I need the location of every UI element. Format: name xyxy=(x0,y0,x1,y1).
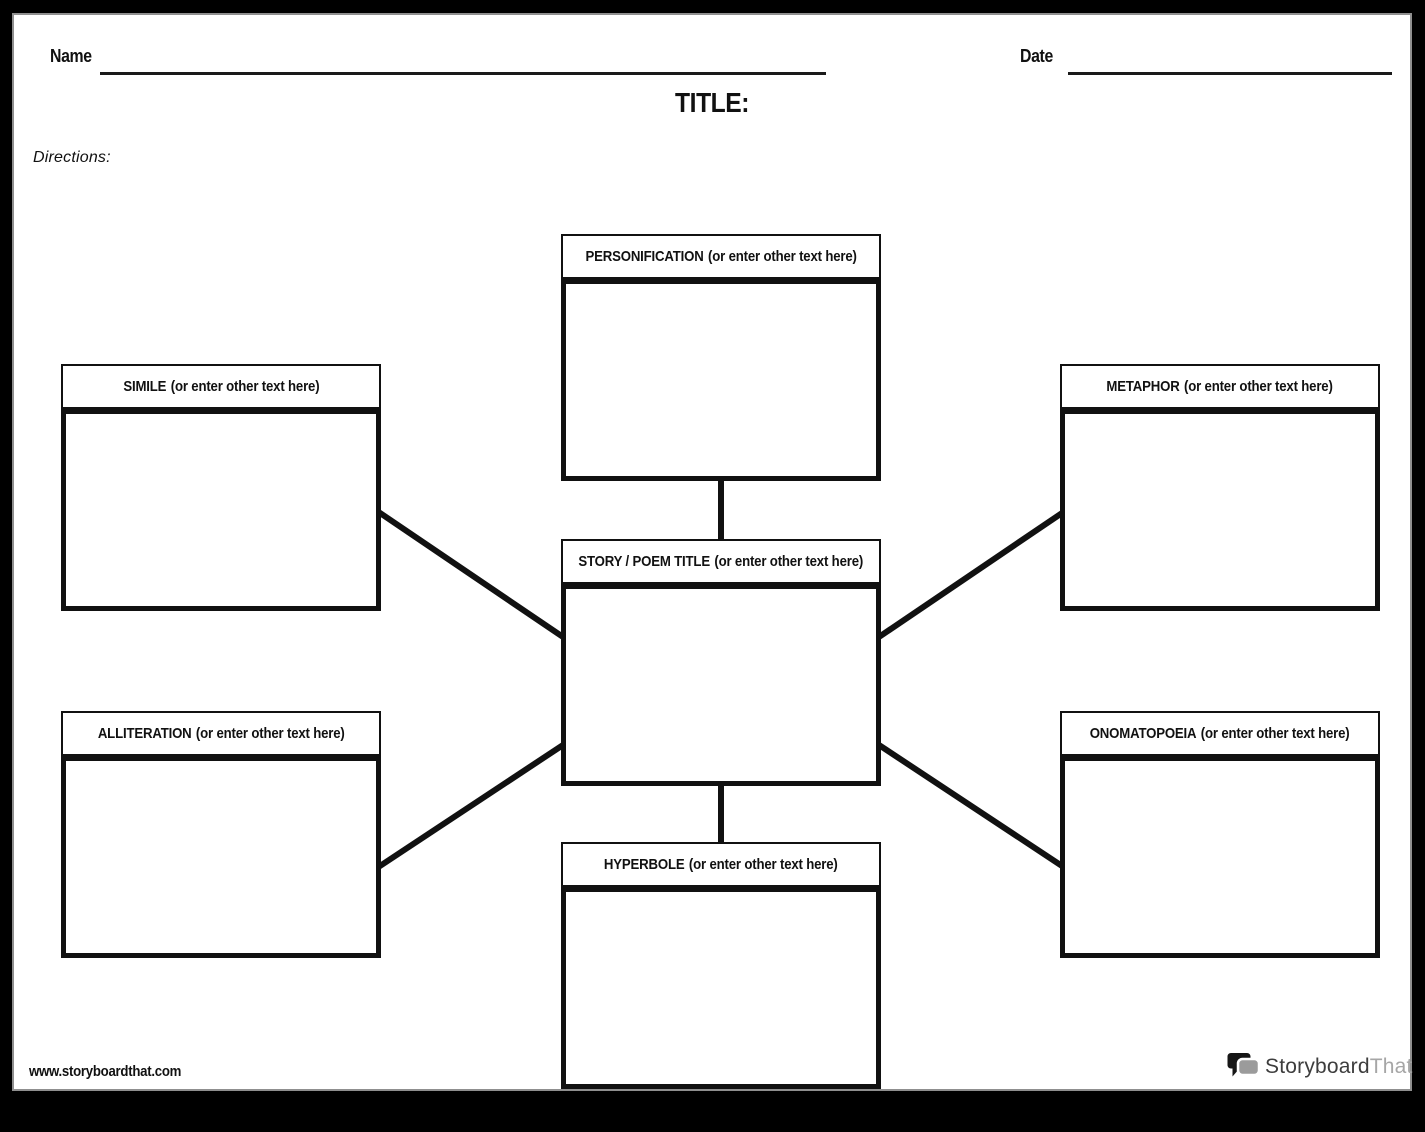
page-title-text: TITLE: xyxy=(674,87,750,118)
node-personification-hint: (or enter other text here) xyxy=(707,248,857,265)
node-onomatopoeia-term: ONOMATOPOEIA xyxy=(1090,725,1197,742)
node-onomatopoeia-writing-area[interactable] xyxy=(1060,756,1380,958)
date-blank-line[interactable] xyxy=(1068,72,1392,75)
website-url-text: www.storyboardthat.com xyxy=(29,1063,182,1080)
connector-alliteration-diagonal xyxy=(375,738,571,871)
name-blank-line[interactable] xyxy=(100,72,826,75)
connector-simile-diagonal xyxy=(375,508,571,644)
date-field-label: Date xyxy=(1020,46,1057,67)
node-story-poem-title: STORY / POEM TITLE(or enter other text h… xyxy=(561,539,881,786)
node-hyperbole-term: HYPERBOLE xyxy=(604,856,685,873)
node-story-poem-title-hint: (or enter other text here) xyxy=(714,553,864,570)
node-metaphor: METAPHOR(or enter other text here) xyxy=(1060,364,1380,611)
connector-lines xyxy=(375,474,1067,871)
node-alliteration-label: ALLITERATION(or enter other text here) xyxy=(61,711,381,756)
speech-bubbles-icon xyxy=(1227,1053,1260,1077)
node-simile-label: SIMILE(or enter other text here) xyxy=(61,364,381,409)
node-story-poem-title-term: STORY / POEM TITLE xyxy=(578,553,711,570)
node-simile-hint: (or enter other text here) xyxy=(170,378,320,395)
node-story-poem-title-writing-area[interactable] xyxy=(561,584,881,786)
node-alliteration-term: ALLITERATION xyxy=(97,725,192,742)
page-title: TITLE: xyxy=(14,87,1410,119)
connector-metaphor-diagonal xyxy=(871,508,1067,644)
node-alliteration-writing-area[interactable] xyxy=(61,756,381,958)
node-metaphor-term: METAPHOR xyxy=(1106,378,1181,395)
directions-label: Directions: xyxy=(33,149,111,166)
node-hyperbole-label: HYPERBOLE(or enter other text here) xyxy=(561,842,881,887)
name-field-label-text: Name xyxy=(50,46,92,66)
name-field-label: Name xyxy=(50,46,97,67)
worksheet-page: Name Date TITLE: Directions: PERSONIFICA… xyxy=(12,13,1412,1091)
node-metaphor-hint: (or enter other text here) xyxy=(1184,378,1334,395)
node-alliteration: ALLITERATION(or enter other text here) xyxy=(61,711,381,958)
node-simile-term: SIMILE xyxy=(122,378,166,395)
logo-text-storyboard: Storyboard xyxy=(1265,1054,1370,1078)
node-simile: SIMILE(or enter other text here) xyxy=(61,364,381,611)
storyboardthat-logo: StoryboardThat xyxy=(1226,1051,1413,1082)
node-personification-label: PERSONIFICATION(or enter other text here… xyxy=(561,234,881,279)
node-hyperbole-writing-area[interactable] xyxy=(561,887,881,1089)
node-metaphor-writing-area[interactable] xyxy=(1060,409,1380,611)
node-metaphor-label: METAPHOR(or enter other text here) xyxy=(1060,364,1380,409)
node-simile-writing-area[interactable] xyxy=(61,409,381,611)
node-personification-term: PERSONIFICATION xyxy=(585,248,704,265)
website-url: www.storyboardthat.com xyxy=(29,1063,202,1080)
node-hyperbole-hint: (or enter other text here) xyxy=(689,856,838,873)
node-onomatopoeia-hint: (or enter other text here) xyxy=(1201,725,1350,742)
node-personification: PERSONIFICATION(or enter other text here… xyxy=(561,234,881,481)
logo-wordmark: StoryboardThat xyxy=(1265,1055,1413,1079)
node-alliteration-hint: (or enter other text here) xyxy=(195,725,345,742)
date-field-label-text: Date xyxy=(1020,46,1053,66)
node-onomatopoeia: ONOMATOPOEIA(or enter other text here) xyxy=(1060,711,1380,958)
logo-text-that: That xyxy=(1369,1054,1413,1078)
node-personification-writing-area[interactable] xyxy=(561,279,881,481)
node-onomatopoeia-label: ONOMATOPOEIA(or enter other text here) xyxy=(1060,711,1380,756)
connector-onomatopoeia-diagonal xyxy=(871,738,1067,871)
node-story-poem-title-label: STORY / POEM TITLE(or enter other text h… xyxy=(561,539,881,584)
node-hyperbole: HYPERBOLE(or enter other text here) xyxy=(561,842,881,1089)
